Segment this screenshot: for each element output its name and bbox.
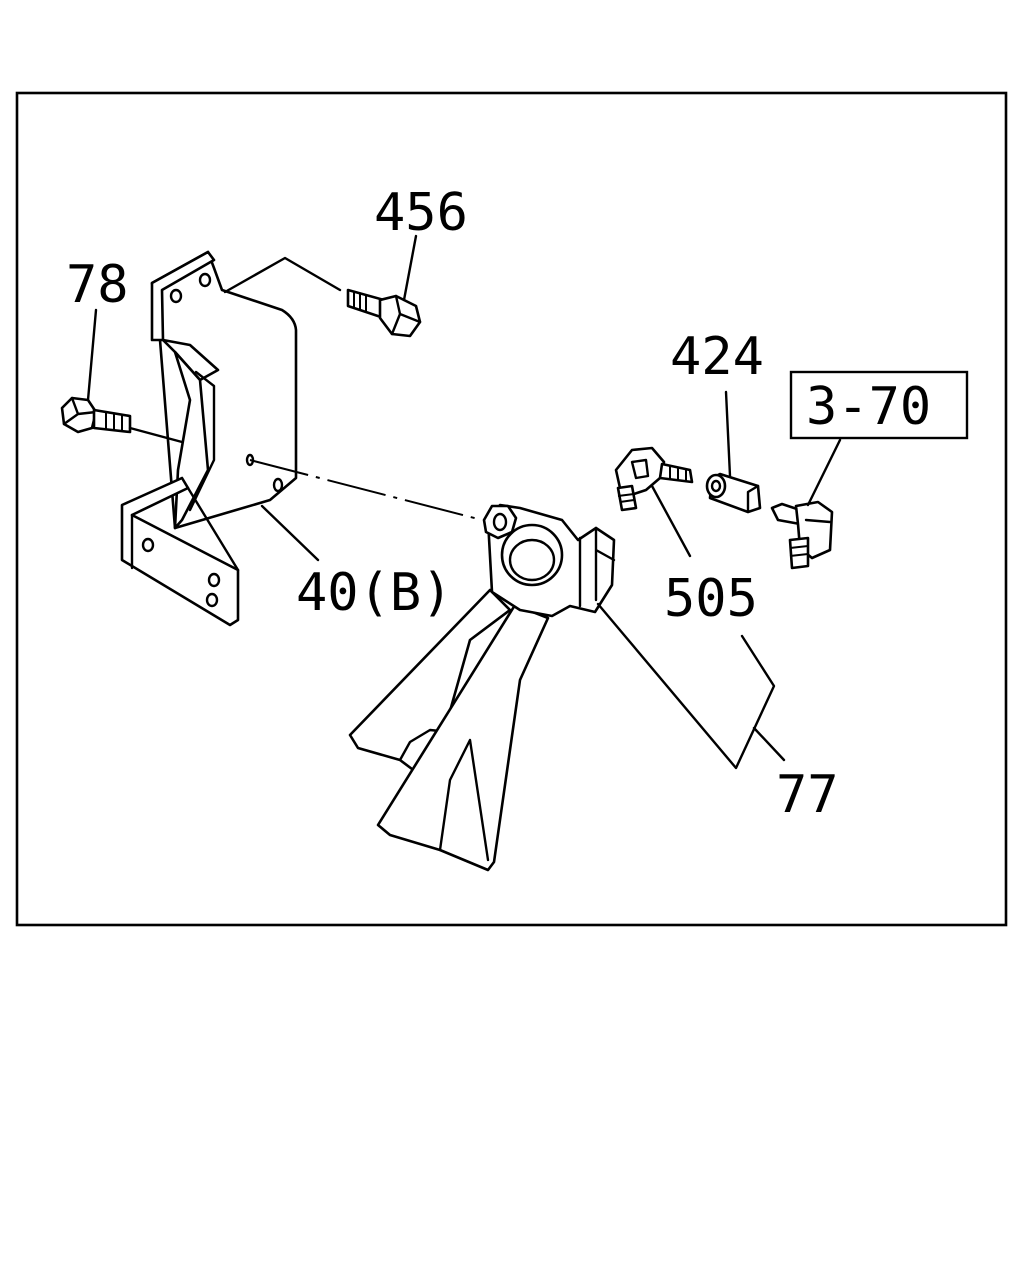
bolt-456 [346,288,422,338]
reference-box [789,370,969,440]
leader-lines [86,234,842,770]
diagram-frame [15,91,1008,927]
callout-424: 424 [670,327,764,387]
spacer-424 [705,472,762,514]
callout-456: 456 [374,183,468,243]
callout-40b: 40(B) [296,563,453,623]
callout-3-70: 3-70 [806,377,931,437]
connector-3-70 [770,500,834,570]
connector-505 [614,446,694,512]
bolt-78 [60,396,132,434]
horn-77 [348,503,616,872]
bracket-40b [120,250,298,627]
callout-78: 78 [66,255,129,315]
callout-505: 505 [664,569,758,629]
callout-77: 77 [776,765,839,825]
